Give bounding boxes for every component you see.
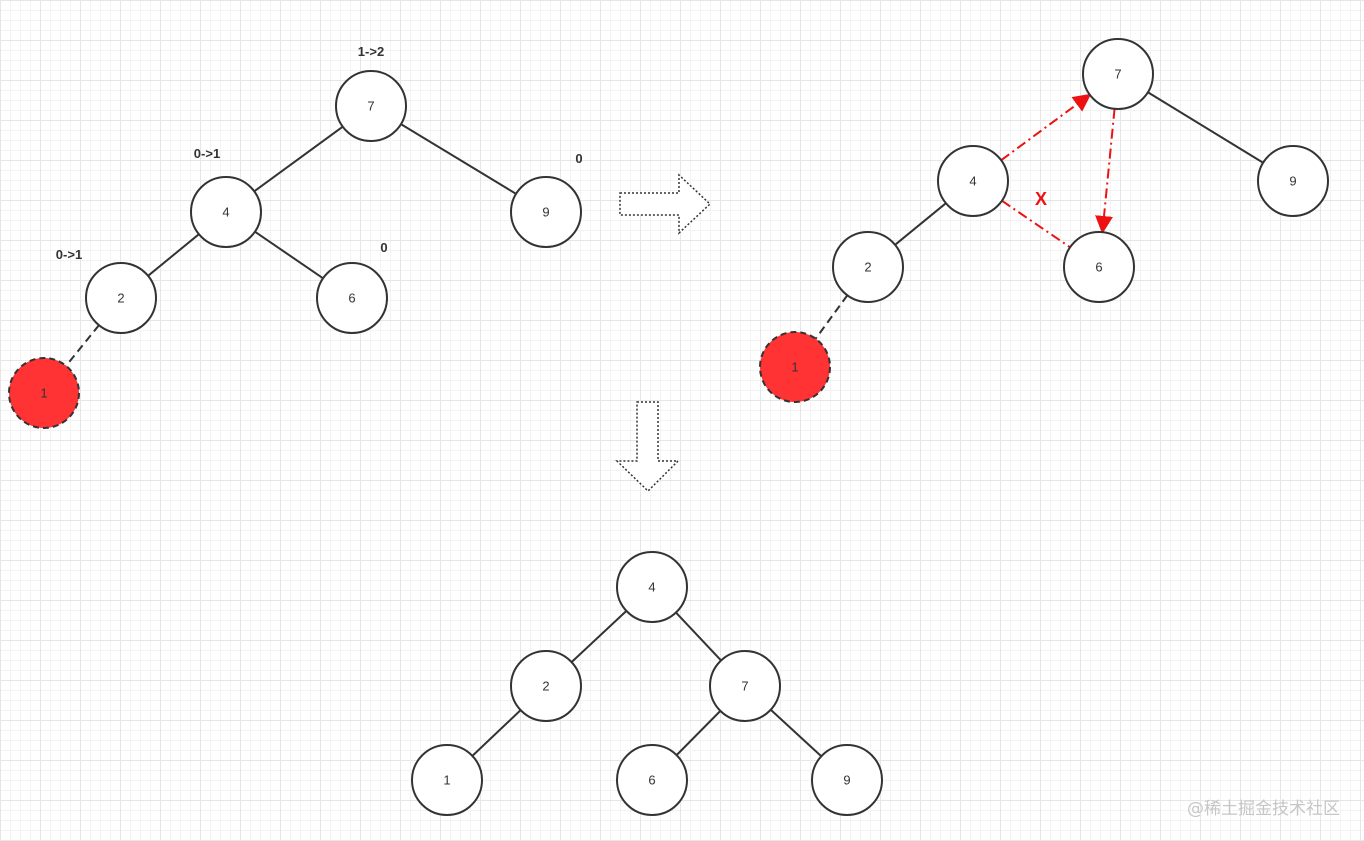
- rotation-arrow-7-6: [1095, 108, 1116, 234]
- rotation-step: X 7 4 9 2 6 1: [759, 38, 1329, 403]
- node-label: 6: [348, 291, 355, 306]
- tree-node-2: 2: [85, 262, 157, 334]
- edge-4-2: [147, 233, 200, 277]
- node-label: 4: [969, 174, 976, 189]
- node-circle: [510, 650, 582, 722]
- node-label: 6: [1095, 260, 1102, 275]
- tree-node-7: 7: [335, 70, 407, 142]
- node-label: 7: [1114, 67, 1121, 82]
- node-circle: [1082, 38, 1154, 110]
- tree-node-6: 6: [316, 262, 388, 334]
- edge-4-2: [570, 610, 628, 663]
- balance-factor-label: 0->1: [194, 146, 220, 161]
- edge-2-1: [814, 294, 849, 340]
- inserted-node-circle: [759, 331, 831, 403]
- rotation-arrow-4-7: [1000, 93, 1092, 162]
- edge-4-7: [675, 611, 722, 662]
- tree-node-1: 1: [8, 357, 80, 429]
- tree-node-9: 9: [1257, 145, 1329, 217]
- node-label: 4: [648, 580, 655, 595]
- before-tree: 7 1->2 4 0->1 9 0 2 0->1 6 0 1: [8, 44, 583, 429]
- tree-node-9: 9: [811, 744, 883, 816]
- node-circle: [1257, 145, 1329, 217]
- node-circle: [811, 744, 883, 816]
- tree-node-1: 1: [759, 331, 831, 403]
- tree-node-7: 7: [1082, 38, 1154, 110]
- balance-factor-label: 1->2: [358, 44, 384, 59]
- node-label: 2: [864, 260, 871, 275]
- edge-4-6: [254, 230, 324, 280]
- edge-7-4: [253, 125, 344, 193]
- node-label: 9: [1289, 174, 1296, 189]
- node-circle: [832, 231, 904, 303]
- balance-factor-label: 0: [575, 151, 582, 166]
- node-circle: [510, 176, 582, 248]
- down-arrow-icon: [615, 401, 680, 493]
- node-label: 7: [367, 99, 374, 114]
- node-label: 4: [222, 205, 229, 220]
- node-circle: [316, 262, 388, 334]
- node-circle: [335, 70, 407, 142]
- edge-7-9: [400, 123, 517, 195]
- node-circle: [85, 262, 157, 334]
- node-label: 1: [40, 386, 47, 401]
- node-circle: [1063, 231, 1135, 303]
- node-circle: [190, 176, 262, 248]
- node-label: 1: [791, 360, 798, 375]
- edge-7-9: [770, 708, 822, 758]
- node-circle: [616, 744, 688, 816]
- removed-link-4-6: [1001, 199, 1071, 249]
- tree-node-2: 2: [832, 231, 904, 303]
- edge-4-2: [894, 202, 947, 246]
- node-circle: [616, 551, 688, 623]
- right-arrow-icon: [619, 173, 712, 235]
- tree-node-1: 1: [411, 744, 483, 816]
- node-circle: [709, 650, 781, 722]
- node-label: 1: [443, 773, 450, 788]
- node-circle: [411, 744, 483, 816]
- balance-factor-label: 0: [380, 240, 387, 255]
- node-label: 2: [117, 291, 124, 306]
- tree-node-4: 4: [937, 145, 1009, 217]
- tree-node-6: 6: [616, 744, 688, 816]
- node-label: 7: [741, 679, 748, 694]
- edge-2-1: [65, 324, 100, 367]
- tree-node-2: 2: [510, 650, 582, 722]
- balance-factor-label: 0->1: [56, 247, 82, 262]
- tree-node-7: 7: [709, 650, 781, 722]
- inserted-node-circle: [8, 357, 80, 429]
- tree-node-9: 9: [510, 176, 582, 248]
- tree-node-4: 4: [616, 551, 688, 623]
- node-label: 9: [542, 205, 549, 220]
- edge-7-6: [675, 710, 722, 756]
- node-label: 6: [648, 773, 655, 788]
- node-label: 2: [542, 679, 549, 694]
- edge-2-1: [471, 709, 522, 757]
- removed-link-mark: X: [1035, 189, 1047, 209]
- node-circle: [937, 145, 1009, 217]
- tree-node-4: 4: [190, 176, 262, 248]
- tree-node-6: 6: [1063, 231, 1135, 303]
- node-label: 9: [843, 773, 850, 788]
- edge-7-9: [1147, 91, 1264, 164]
- watermark: @稀土掘金技术社区: [1187, 799, 1340, 819]
- after-tree: 4 2 7 1 6 9: [411, 551, 883, 816]
